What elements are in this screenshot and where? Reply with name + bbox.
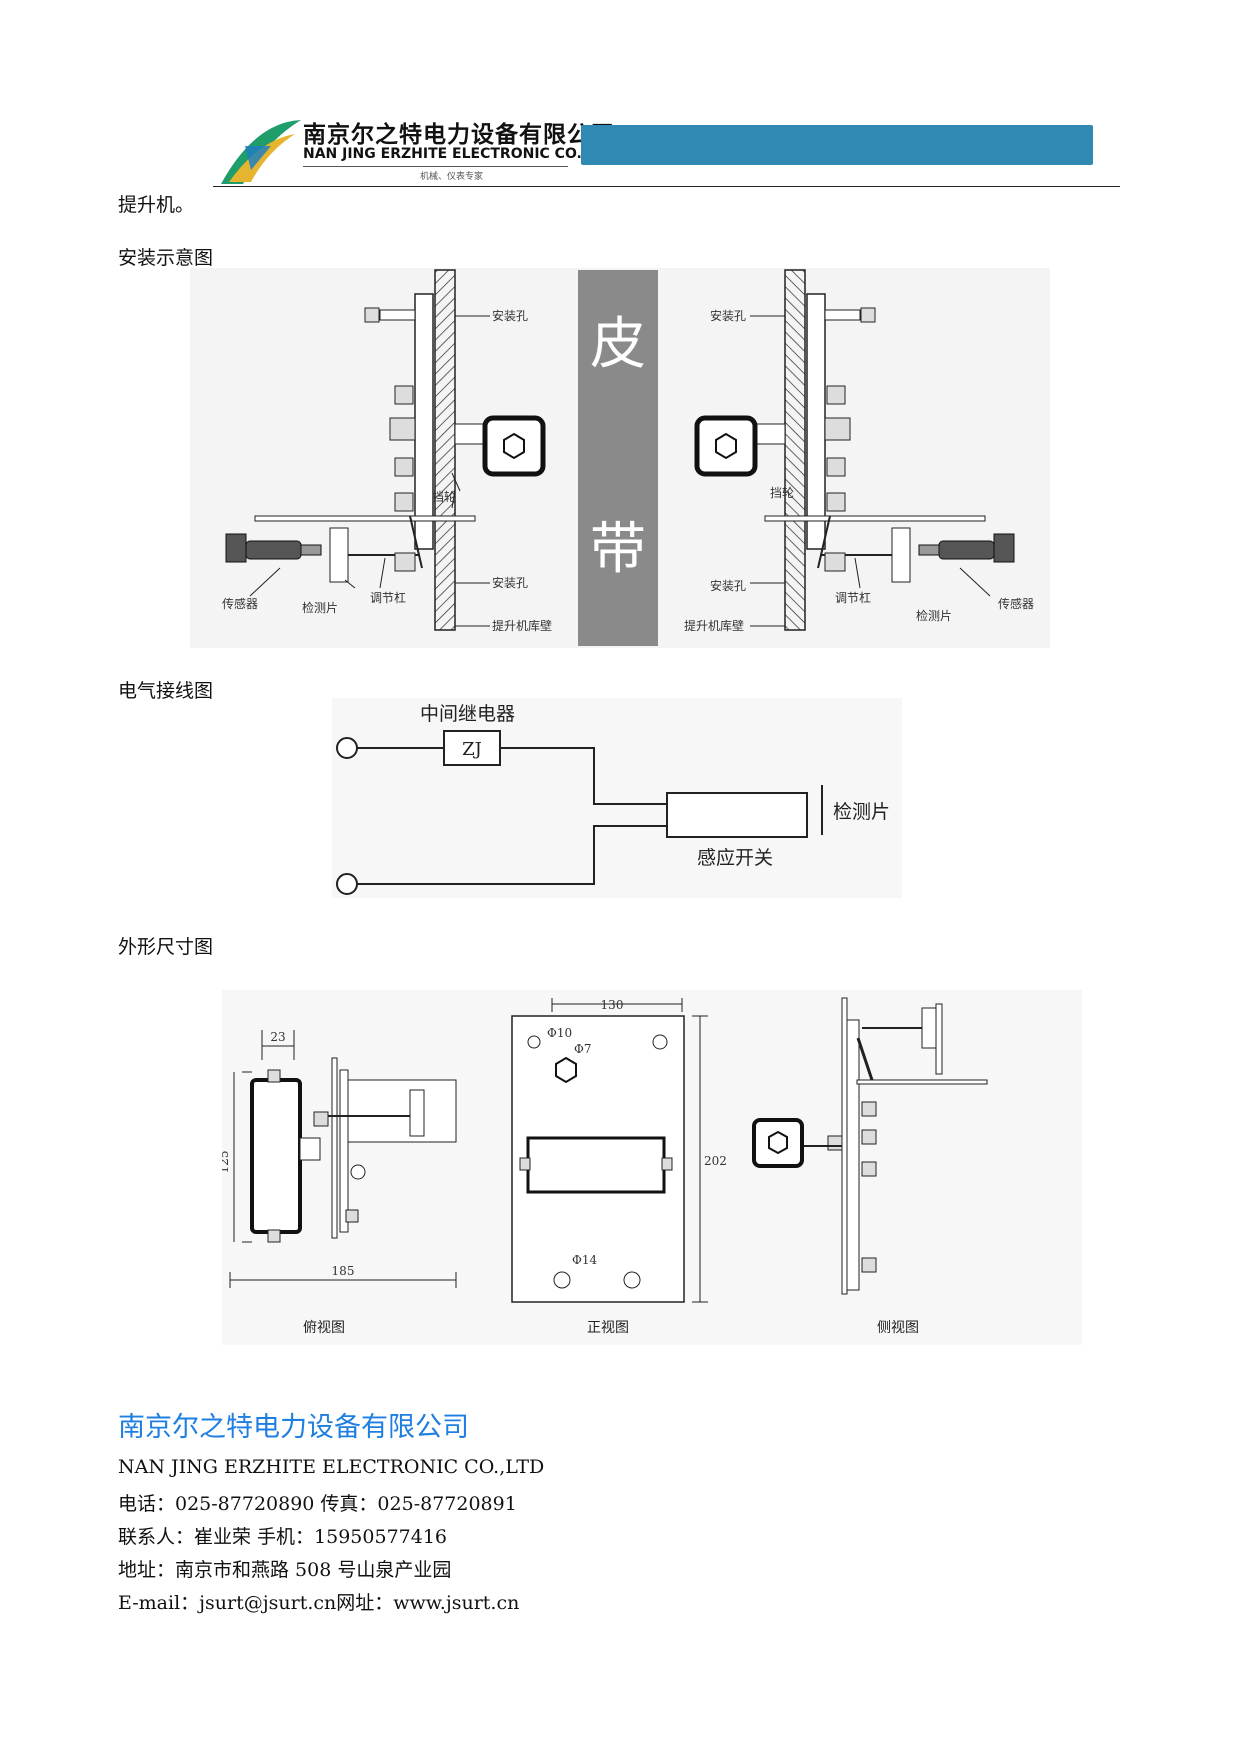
side-view [752,997,988,1295]
left-label-mount-hole-top: 安装孔 [492,308,528,323]
left-wall [434,269,456,631]
footer-company-cn: 南京尔之特电力设备有限公司 [118,1412,469,1443]
left-label-mount-hole-bottom: 安装孔 [492,575,528,590]
left-label-adjust-rod: 调节杠 [370,590,406,605]
left-assembly [225,269,546,631]
dimensions-diagram: 125 23 185 俯视图 130 202 Φ10 [222,990,1082,1345]
top-view-caption: 俯视图 [303,1320,345,1336]
top-view: 125 23 185 [222,1030,457,1288]
install-section-title: 安装示意图 [118,247,214,269]
belt [578,270,658,646]
front-view-hole-14: Φ14 [572,1253,597,1267]
footer-company-en: NAN JING ERZHITE ELECTRONIC CO.,LTD [118,1456,545,1478]
right-label-detect-plate: 检测片 [916,608,952,623]
top-view-dim-23: 23 [270,1030,285,1044]
top-view-dim-185: 185 [332,1264,355,1278]
belt-char-1: 皮 [590,312,646,377]
front-view-hole-7: Φ7 [574,1042,591,1056]
side-view-caption: 侧视图 [877,1320,919,1336]
front-view: 130 202 Φ10 Φ7 Φ14 [511,998,727,1303]
right-label-mount-hole-top: 安装孔 [710,308,746,323]
belt-char-2: 带 [590,517,646,582]
header-company-cn: 南京尔之特电力设备有限公司 [303,122,615,148]
footer-email-line[interactable]: E-mail：jsurt@jsurt.cn网址：www.jsurt.cn [118,1592,520,1614]
top-view-dim-125: 125 [222,1151,231,1174]
wiring-diagram: 中间继电器 ZJ 检测片 感应开关 [332,698,902,898]
relay-code: ZJ [462,739,482,760]
relay-box [443,730,501,766]
left-label-sensor: 传感器 [222,596,258,611]
header-tagline: 机械、仪表专家 [420,172,484,182]
left-label-roller: 挡轮 [432,490,456,504]
header-rule [213,186,1120,187]
detect-plate-label: 检测片 [833,801,890,823]
front-view-dim-130: 130 [601,998,624,1012]
right-label-roller: 挡轮 [770,486,794,500]
footer-contact-line: 联系人：崔业荣 手机：15950577416 [118,1526,448,1548]
install-diagram: 皮 带 安装孔 挡轮 安装孔 提升机库壁 调节杠 检测片 传感器 [190,268,1050,648]
footer-address-line: 地址：南京市和燕路 508 号山泉产业园 [118,1559,452,1581]
switch-box [666,792,808,838]
front-view-hole-10: Φ10 [547,1026,572,1040]
intro-text: 提升机。 [118,194,195,216]
right-label-sensor: 传感器 [998,596,1034,611]
left-label-detect-plate: 检测片 [302,600,338,615]
right-label-adjust-rod: 调节杠 [835,590,871,605]
relay-title: 中间继电器 [420,703,515,725]
header-company-en: NAN JING ERZHITE ELECTRONIC CO.,LTD [303,146,615,162]
right-label-wall: 提升机库壁 [684,618,744,633]
right-assembly [694,269,1015,631]
right-label-mount-hole-bottom: 安装孔 [710,578,746,593]
footer-phone-line: 电话：025-87720890 传真：025-87720891 [118,1493,517,1515]
left-label-wall: 提升机库壁 [492,618,552,633]
dimensions-section-title: 外形尺寸图 [118,936,214,958]
header: 南京尔之特电力设备有限公司 NAN JING ERZHITE ELECTRONI… [0,0,1240,200]
front-view-dim-202: 202 [704,1154,727,1168]
company-logo-icon [221,120,301,184]
front-view-caption: 正视图 [587,1320,629,1336]
header-underline [303,166,568,167]
switch-label: 感应开关 [697,847,773,869]
wiring-section-title: 电气接线图 [118,680,214,702]
header-accent-bar [581,125,1093,165]
